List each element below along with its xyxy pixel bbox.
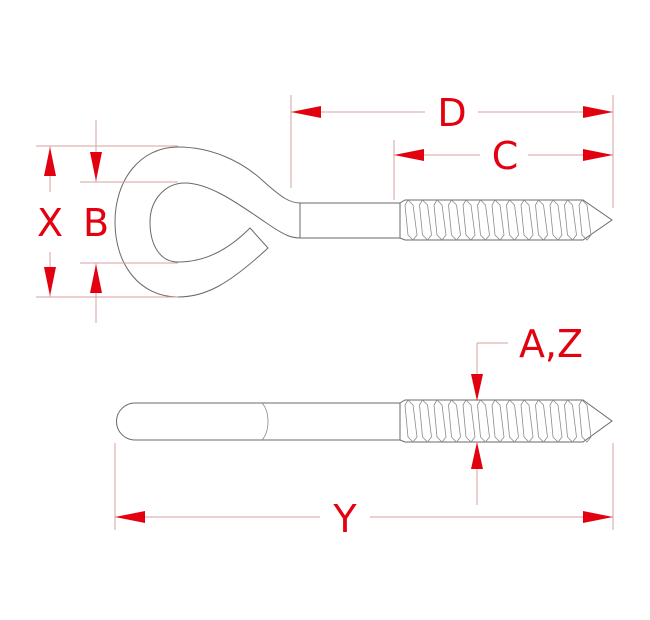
label-x: X	[37, 201, 63, 245]
dimension-y: Y	[114, 443, 614, 541]
label-b: B	[83, 201, 109, 245]
label-d: D	[437, 91, 466, 135]
label-c: C	[492, 134, 519, 178]
dimension-c: C	[393, 134, 613, 200]
dimension-az: A,Z	[471, 322, 583, 505]
dimension-d: D	[290, 91, 614, 208]
eye-screw-top-view	[116, 399, 613, 443]
rod	[116, 402, 401, 441]
thread-section	[399, 199, 613, 241]
dimension-b: B	[80, 120, 178, 323]
dimension-x: X	[36, 145, 178, 298]
label-y: Y	[332, 497, 357, 541]
bend-line	[261, 402, 269, 441]
eye-screw-side-view	[114, 146, 613, 298]
shank	[299, 202, 403, 239]
label-az: A,Z	[519, 322, 583, 366]
